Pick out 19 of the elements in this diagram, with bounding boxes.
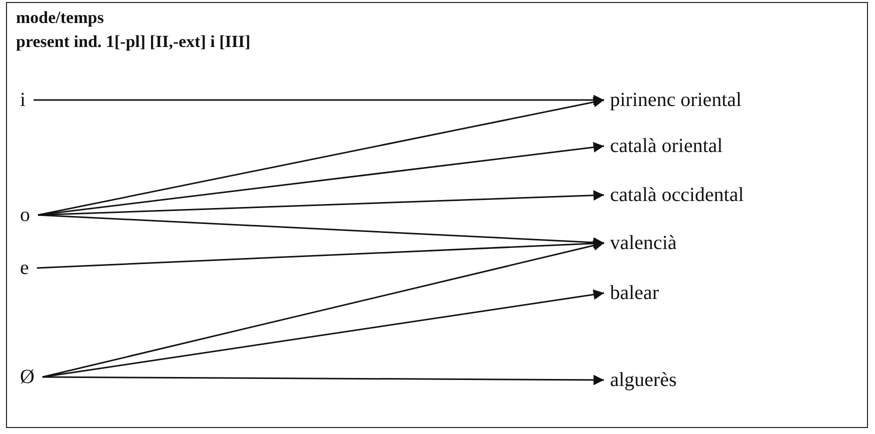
- arrow: [34, 94, 604, 106]
- node-label: català oriental: [610, 134, 723, 158]
- node-label: Ø: [20, 365, 34, 389]
- node-label: balear: [610, 281, 659, 305]
- node-label: català occidental: [610, 183, 744, 207]
- node-label: pirinenc oriental: [610, 88, 742, 112]
- node-label: alguerès: [610, 368, 677, 392]
- arrow: [42, 289, 604, 378]
- node-label: i: [20, 88, 26, 112]
- arrow: [42, 374, 604, 386]
- subheading: present ind. 1[-pl] [II,-ext] i [III]: [16, 32, 250, 52]
- node-label: valencià: [610, 231, 677, 255]
- arrow: [42, 240, 604, 378]
- node-label: e: [20, 256, 29, 280]
- arrow: [38, 190, 604, 216]
- arrow: [36, 238, 604, 269]
- heading: mode/temps: [16, 8, 104, 28]
- arrow: [38, 96, 604, 216]
- node-label: o: [20, 203, 30, 227]
